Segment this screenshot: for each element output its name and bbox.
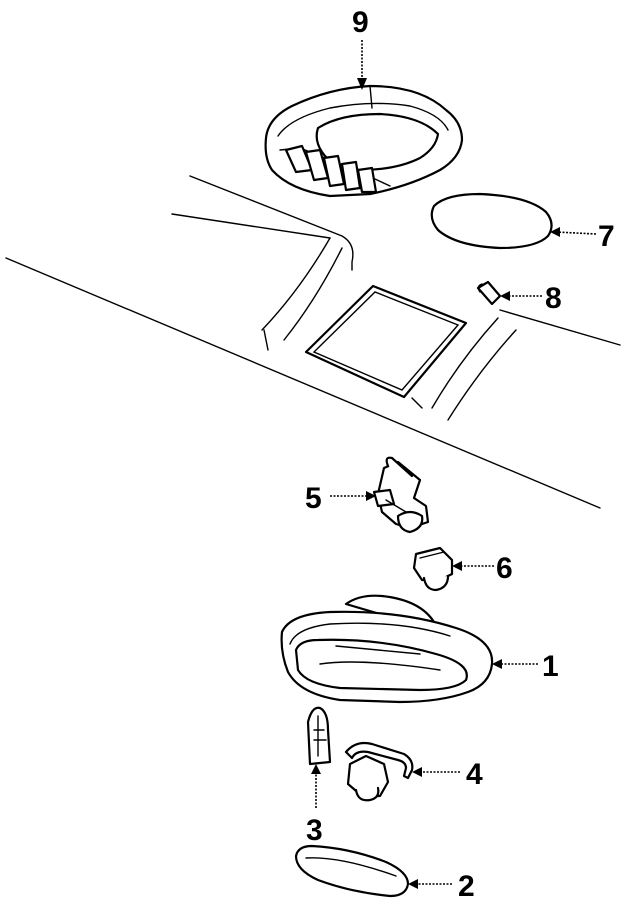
arrowhead-7 [550,227,560,237]
callout-9: 9 [352,6,369,39]
arrowhead-1 [492,659,502,669]
leader-lines [311,40,597,889]
callout-1: 1 [542,650,559,683]
arrowhead-2 [408,879,418,889]
part-8-bulb [476,280,502,306]
arrowhead-8 [500,291,510,301]
part-7-lens [430,192,553,250]
part-3-bulb [306,706,332,766]
arrowhead-3 [311,764,321,774]
callout-4: 4 [466,758,483,791]
part-2-lens [294,844,410,898]
arrowhead-5 [366,491,376,501]
callout-3: 3 [306,814,323,847]
headliner-outline [5,175,621,509]
callout-8: 8 [545,282,562,315]
callout-7: 7 [598,220,615,253]
callout-5: 5 [305,482,322,515]
part-9-lamp-housing [264,84,464,198]
part-5-socket [372,456,430,534]
callouts: 9 7 8 5 6 1 4 3 2 [305,6,615,903]
arrowhead-6 [452,561,462,571]
roof-console-pad [304,284,468,399]
part-4-socket [344,741,414,802]
part-1-dome-lamp [280,594,494,704]
arrowhead-9 [357,78,367,90]
callout-6: 6 [496,552,513,585]
arrowhead-4 [412,767,422,777]
part-6-socket [412,546,454,592]
callout-2: 2 [458,870,475,903]
